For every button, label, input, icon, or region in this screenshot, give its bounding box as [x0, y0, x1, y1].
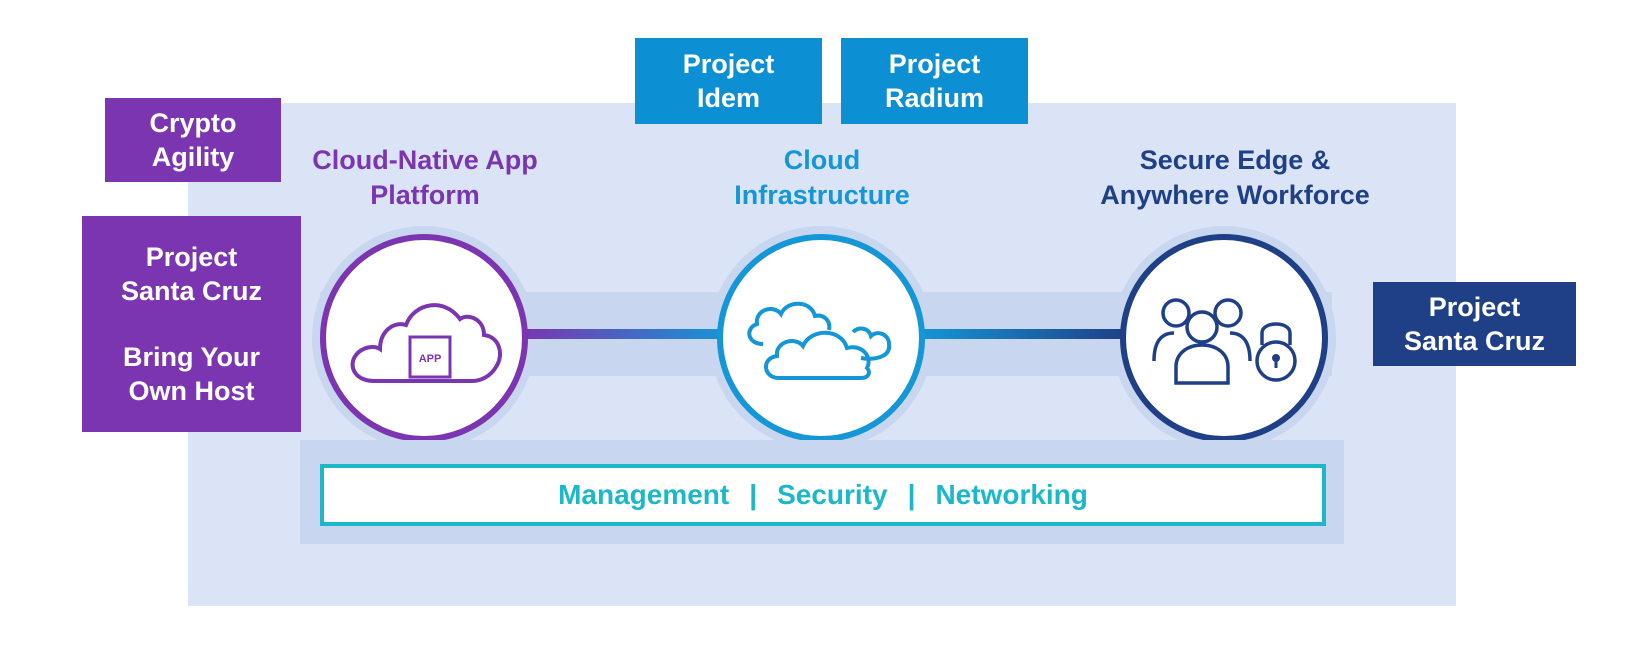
- users-lock-icon: [1152, 298, 1297, 385]
- santa-cruz-left-line2: Santa Cruz: [120, 276, 263, 306]
- foundation-separator-2: |: [907, 479, 916, 510]
- foundation-management: Management: [558, 479, 730, 510]
- clouds-icon: [747, 301, 892, 380]
- app-label: APP: [419, 353, 442, 365]
- project-radium-line2: Radium: [884, 83, 984, 113]
- circle-cloud-native: APP: [320, 234, 528, 442]
- app-box: [408, 335, 452, 379]
- foundation-bar: Management | Security | Networking: [320, 464, 1326, 526]
- connector-line-2: [918, 329, 1128, 339]
- project-idem-line2: Idem: [696, 83, 760, 113]
- pillar-2-title-line1: Cloud: [783, 145, 861, 175]
- crypto-agility-line1: Crypto: [149, 108, 237, 138]
- connector-line-1: [520, 329, 730, 339]
- circle-secure-edge: [1120, 234, 1328, 442]
- foundation-separator-1: |: [749, 479, 758, 510]
- santa-cruz-right-line2: Santa Cruz: [1403, 326, 1546, 356]
- pillar-3-title-line1: Secure Edge &: [1139, 145, 1331, 175]
- pillar-1-title-line2: Platform: [370, 180, 480, 210]
- project-radium-line1: Project: [888, 49, 981, 79]
- circle-cloud-infrastructure: [717, 234, 925, 442]
- pillar-title-secure-edge: Secure Edge & Anywhere Workforce: [1050, 143, 1420, 213]
- project-idem-line1: Project: [682, 49, 775, 79]
- byoh-line2: Own Host: [128, 376, 255, 406]
- santa-cruz-left-line1: Project: [145, 242, 238, 272]
- pillar-1-title-line1: Cloud-Native App: [312, 145, 538, 175]
- foundation-networking: Networking: [935, 479, 1088, 510]
- pillar-2-title-line2: Infrastructure: [734, 180, 910, 210]
- santa-cruz-right-line1: Project: [1428, 292, 1521, 322]
- pillar-3-title-line2: Anywhere Workforce: [1100, 180, 1370, 210]
- crypto-agility-line2: Agility: [151, 142, 235, 172]
- foundation-security: Security: [777, 479, 888, 510]
- cloud-app-icon: APP: [350, 303, 502, 383]
- byoh-line1: Bring Your: [122, 342, 260, 372]
